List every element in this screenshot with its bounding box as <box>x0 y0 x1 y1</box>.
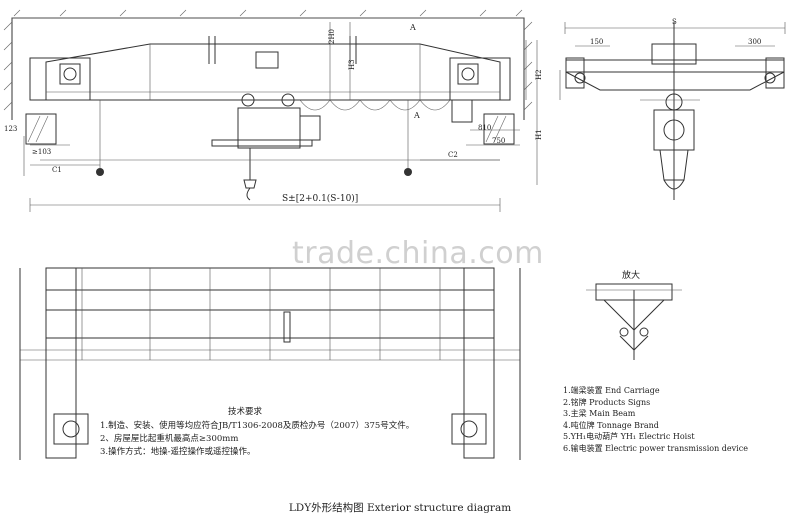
legend-item: 4.吨位牌 Tonnage Brand <box>563 420 659 430</box>
dim-h-label: 2H0 <box>328 29 336 44</box>
zoom-label: 放大 <box>622 271 641 281</box>
dim-h3-label: H1 <box>535 129 543 140</box>
zoom-detail <box>586 283 682 360</box>
end-view-left-offset: 150 <box>590 38 603 46</box>
legend-item: 2.铭牌 Products Signs <box>563 397 651 407</box>
dim-810-label: 810 <box>478 124 491 132</box>
dim-c1-label: C1 <box>52 166 62 174</box>
span-formula: S±[2+0.1(S-10)] <box>282 193 358 204</box>
dim-c2-label: C2 <box>448 151 458 159</box>
plan-view <box>19 267 521 460</box>
dim-h2-label: H2 <box>535 69 543 80</box>
diagram-caption: LDY外形结构图 Exterior structure diagram <box>288 502 512 514</box>
legend-item: 3.主梁 Main Beam <box>563 409 636 419</box>
legend-item: 5.YH₁电动葫芦 YH₁ Electric Hoist <box>563 432 695 442</box>
end-view: S 150 300 <box>559 18 786 200</box>
tech-requirement-2: 2、房屋屋比起重机最高点≥300mm <box>100 434 239 444</box>
section-mark-top: A <box>409 23 416 32</box>
parts-legend: 1.端梁装置 End Carriage 2.铭牌 Products Signs … <box>563 385 748 455</box>
dim-123-label: 123 <box>4 125 17 133</box>
side-elevation: A A 2H0 H3 H2 H1 123 ≥103 C1 C2 750 810 … <box>3 9 543 212</box>
dim-h1-label: H3 <box>348 59 356 70</box>
tech-requirement-3: 3.操作方式：地操-遥控操作或遥控操作。 <box>100 447 256 457</box>
section-mark-bottom: A <box>413 111 420 120</box>
end-view-right-offset: 300 <box>748 38 761 46</box>
legend-item: 6.输电装置 Electric power transmission devic… <box>563 443 748 453</box>
tech-requirements-title: 技术要求 <box>228 407 263 417</box>
watermark: trade.china.com <box>292 236 544 271</box>
end-view-width-label: S <box>672 18 677 26</box>
legend-item: 1.端梁装置 End Carriage <box>563 386 660 395</box>
dim-750-label: 750 <box>492 137 505 145</box>
dim-103-label: ≥103 <box>32 148 51 156</box>
tech-requirement-1: 1.制造、安装、使用等均应符合JB/T1306-2008及质检办号（2007）3… <box>100 421 415 431</box>
